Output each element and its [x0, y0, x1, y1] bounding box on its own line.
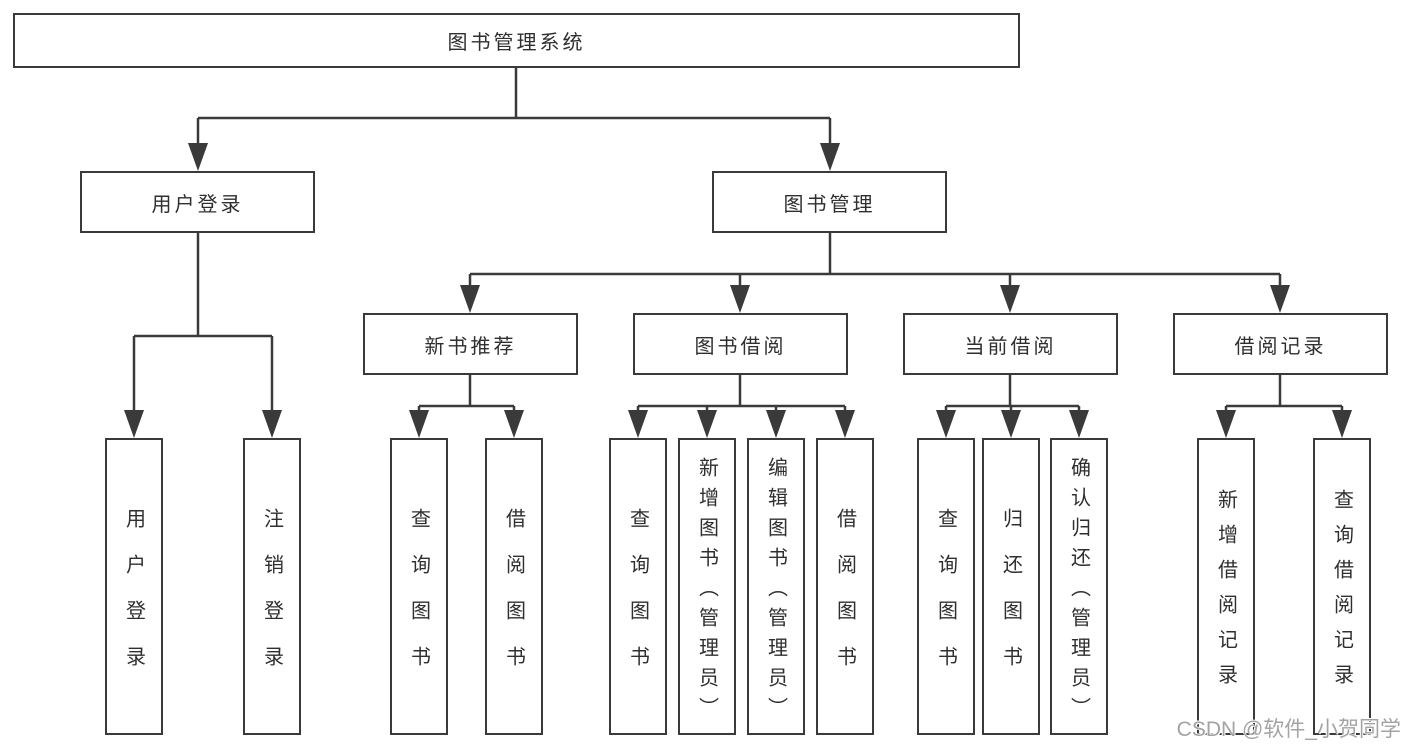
node-leaf-query-books-3: 查询图书 — [917, 438, 975, 735]
node-borrow-records-label: 借阅记录 — [1234, 335, 1327, 358]
connector-book-mgmt-to-level3 — [468, 233, 1282, 290]
node-book-borrow-label: 图书借阅 — [694, 335, 787, 358]
node-leaf-query-books-1-label: 查询图书 — [407, 507, 430, 692]
node-book-mgmt: 图书管理 — [712, 171, 947, 233]
arrowhead-leaf-add-books — [697, 410, 717, 438]
node-leaf-confirm-return: 确认归还（管理员） — [1050, 438, 1108, 735]
watermark: CSDN @软件_小贺同学 — [1176, 718, 1401, 741]
node-leaf-borrow-books-2: 借阅图书 — [816, 438, 874, 735]
arrowhead-leaf-edit-books — [766, 410, 786, 438]
arrowhead-leaf-query-books-2 — [628, 410, 648, 438]
arrowhead-book-mgmt — [820, 143, 840, 171]
node-leaf-add-books-label: 新增图书（管理员） — [695, 456, 718, 727]
node-leaf-query-record-label: 查询借阅记录 — [1330, 489, 1353, 699]
connector-user-login-to-leaves — [132, 233, 274, 418]
node-new-books: 新书推荐 — [363, 313, 578, 375]
node-leaf-return-books-label: 归还图书 — [999, 507, 1022, 692]
connector-root-to-level2 — [196, 68, 832, 150]
node-leaf-confirm-return-label: 确认归还（管理员） — [1067, 456, 1090, 727]
node-current-borrow: 当前借阅 — [903, 313, 1118, 375]
node-book-mgmt-label: 图书管理 — [783, 193, 876, 216]
node-borrow-records: 借阅记录 — [1173, 313, 1388, 375]
node-book-borrow: 图书借阅 — [633, 313, 848, 375]
node-current-borrow-label: 当前借阅 — [964, 335, 1057, 358]
arrowhead-leaf-borrow-books-1 — [504, 410, 524, 438]
arrowhead-new-books — [460, 285, 480, 313]
node-leaf-logout: 注销登录 — [243, 438, 301, 735]
node-leaf-query-record: 查询借阅记录 — [1313, 438, 1371, 735]
node-leaf-borrow-books-1-label: 借阅图书 — [502, 507, 525, 692]
arrowhead-leaf-confirm-return — [1069, 410, 1089, 438]
arrowhead-leaf-return-books — [1001, 410, 1021, 438]
arrowhead-leaf-add-record — [1216, 410, 1236, 438]
node-user-login-label: 用户登录 — [151, 193, 244, 216]
node-leaf-edit-books-label: 编辑图书（管理员） — [764, 456, 787, 727]
arrowhead-current-borrow — [1000, 285, 1020, 313]
arrowhead-book-borrow — [730, 285, 750, 313]
node-leaf-query-books-3-label: 查询图书 — [934, 507, 957, 692]
connector-new-books-to-leaves — [417, 375, 516, 418]
node-leaf-add-record-label: 新增借阅记录 — [1214, 489, 1237, 699]
arrowhead-leaf-user-login — [124, 410, 144, 438]
node-new-books-label: 新书推荐 — [424, 335, 517, 358]
arrowhead-user-login — [188, 143, 208, 171]
connector-book-borrow-to-leaves — [636, 375, 847, 418]
node-leaf-query-books-1: 查询图书 — [390, 438, 448, 735]
node-leaf-add-record: 新增借阅记录 — [1197, 438, 1255, 735]
connector-borrow-records-to-leaves — [1224, 375, 1344, 418]
arrowhead-leaf-borrow-books-2 — [835, 410, 855, 438]
node-leaf-query-books-2: 查询图书 — [609, 438, 667, 735]
node-leaf-borrow-books-1: 借阅图书 — [485, 438, 543, 735]
arrowhead-leaf-query-books-1 — [409, 410, 429, 438]
node-leaf-return-books: 归还图书 — [982, 438, 1040, 735]
node-leaf-borrow-books-2-label: 借阅图书 — [833, 507, 856, 692]
node-leaf-add-books: 新增图书（管理员） — [678, 438, 736, 735]
node-leaf-query-books-2-label: 查询图书 — [626, 507, 649, 692]
node-leaf-logout-label: 注销登录 — [260, 507, 283, 692]
arrowhead-leaf-logout — [262, 410, 282, 438]
arrowhead-leaf-query-books-3 — [936, 410, 956, 438]
node-user-login: 用户登录 — [80, 171, 315, 233]
node-leaf-user-login-label: 用户登录 — [122, 507, 145, 692]
arrowhead-leaf-query-record — [1332, 410, 1352, 438]
node-root: 图书管理系统 — [13, 13, 1020, 68]
arrowhead-borrow-records — [1270, 285, 1290, 313]
node-leaf-user-login: 用户登录 — [105, 438, 163, 735]
node-root-label: 图书管理系统 — [447, 32, 586, 54]
node-leaf-edit-books: 编辑图书（管理员） — [747, 438, 805, 735]
